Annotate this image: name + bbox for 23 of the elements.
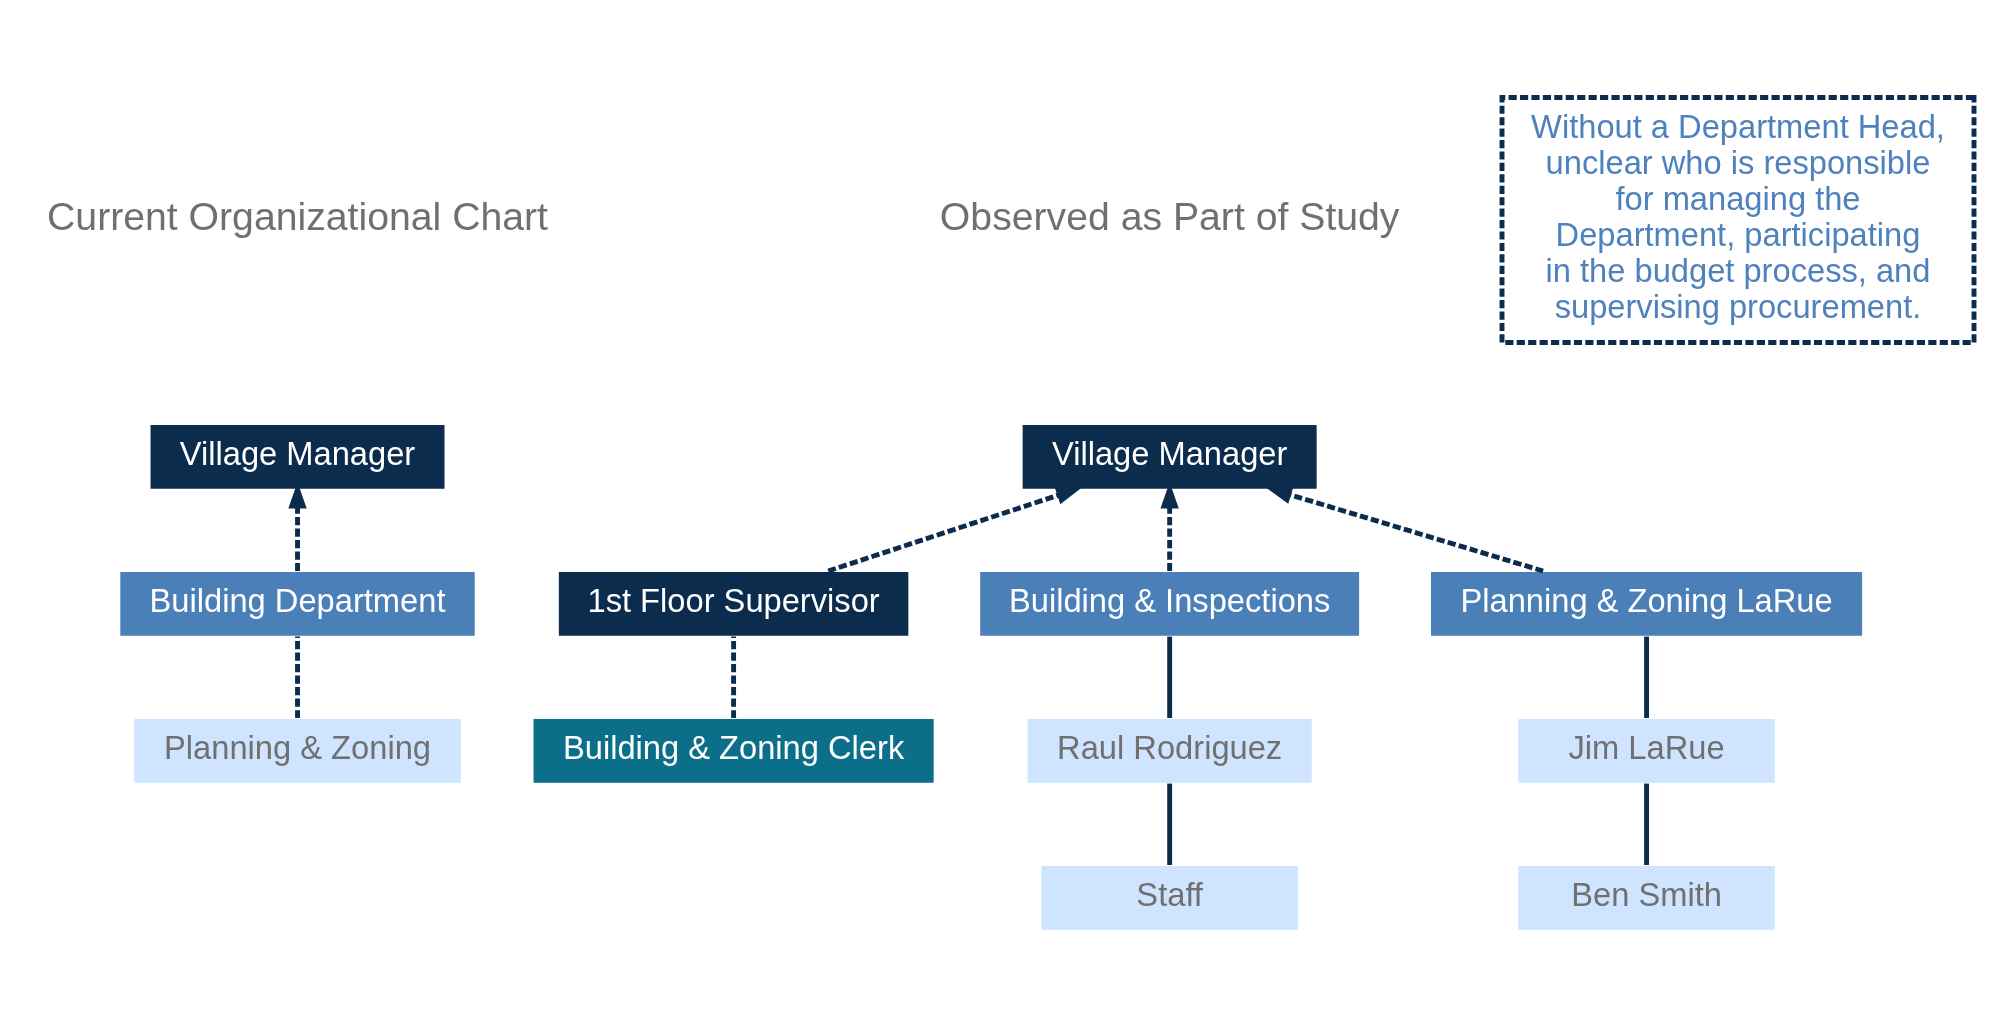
node-box: Village Manager (148, 423, 447, 491)
node-box: Ben Smith (1516, 864, 1777, 932)
node-box: Village Manager (1021, 423, 1319, 491)
connector (731, 636, 737, 718)
node-box: 1st Floor Supervisor (557, 570, 910, 638)
connector (1167, 636, 1173, 718)
node-box: Planning & Zoning LaRue (1429, 570, 1864, 638)
label: Observed as Part of Study (939, 195, 1400, 239)
arrow (827, 486, 1083, 574)
connector (1167, 783, 1173, 865)
node-box: Jim LaRue (1516, 717, 1777, 785)
node-box: Raul Rodriguez (1025, 717, 1314, 785)
node-box: Planning & Zoning (132, 717, 463, 785)
node-box: Without a Department Head, unclear who is responsible for managing the Department, participating in the budget process, and supervising procurement. (1499, 95, 1977, 345)
node-box: Building & Zoning Clerk (531, 717, 936, 785)
label: Current Organizational Chart (47, 195, 549, 239)
connector (1644, 783, 1649, 865)
node-box: Building Department (118, 570, 477, 638)
arrow (1265, 486, 1544, 574)
connector (295, 636, 300, 718)
node-box: Building & Inspections (978, 570, 1361, 638)
node-box: Staff (1039, 864, 1300, 932)
connector (1644, 636, 1649, 718)
